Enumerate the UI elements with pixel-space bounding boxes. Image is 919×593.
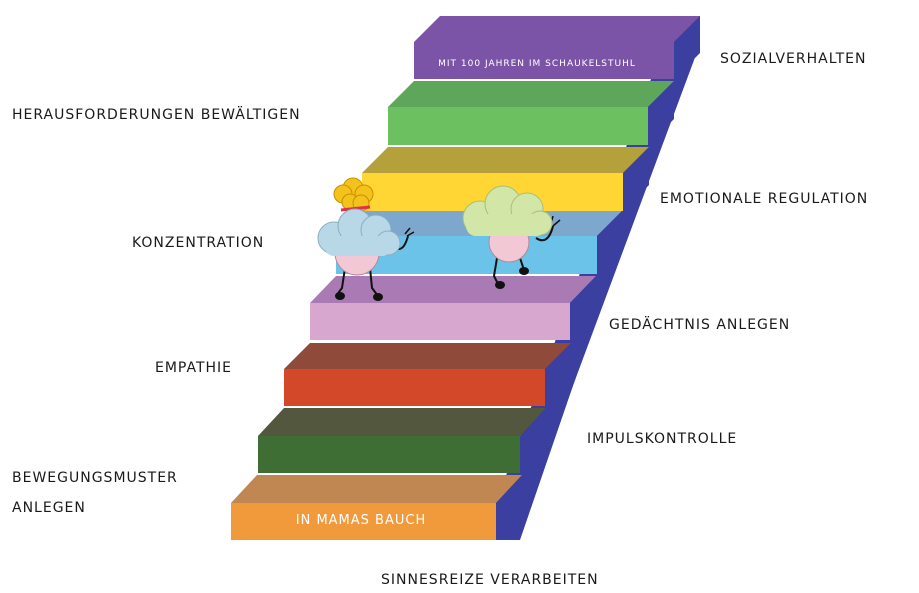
label-bewegungsmuster-anlegen: BEWEGUNGSMUSTER ANLEGEN [12, 470, 178, 516]
label-impulskontrolle: IMPULSKONTROLLE [587, 431, 738, 447]
bottom-step-text: IN MAMAS BAUCH [296, 513, 426, 528]
step-6-side [623, 147, 649, 211]
step-4-tread [310, 276, 596, 303]
label-emotionale-regulation: EMOTIONALE REGULATION [660, 191, 869, 207]
cloud-head-blue-icon [317, 208, 401, 256]
character-right [462, 185, 561, 289]
step-3-tread [284, 343, 571, 369]
step-4-riser [310, 303, 570, 340]
step-7-tread [388, 81, 674, 107]
step-8-riser [414, 42, 674, 79]
step-7-side [648, 81, 674, 145]
top-step-text: MIT 100 JAHREN IM SCHAUKELSTUHL [438, 59, 636, 69]
label-empathie: EMPATHIE [155, 360, 233, 376]
step-5-side [597, 210, 623, 274]
step-6-tread [362, 147, 649, 173]
cloud-head-green-icon [462, 185, 553, 236]
label-sozialverhalten: SOZIALVERHALTEN [720, 51, 867, 67]
character-left [317, 177, 415, 301]
step-3-side [545, 343, 571, 406]
step-1-riser [231, 503, 496, 540]
step-2-side [520, 408, 546, 473]
label-herausforderungen-bewaeltigen: HERAUSFORDERUNGEN BEWÄLTIGEN [12, 107, 301, 123]
step-7-riser [388, 107, 648, 145]
label-gedaechtnis-anlegen: GEDÄCHTNIS ANLEGEN [609, 317, 791, 333]
step-2-riser [258, 436, 520, 473]
step-8-tread [414, 16, 700, 42]
curly-hair-icon [333, 177, 374, 212]
step-2-tread [258, 408, 546, 436]
label-sinnesreize-verarbeiten: SINNESREIZE VERARBEITEN [381, 572, 599, 588]
step-1-side [496, 475, 522, 540]
step-4-side [570, 276, 596, 340]
step-3-riser [284, 369, 545, 406]
label-konzentration: KONZENTRATION [132, 235, 265, 251]
step-1-tread [231, 475, 522, 503]
staircase [231, 16, 700, 540]
step-8-side [674, 16, 700, 79]
